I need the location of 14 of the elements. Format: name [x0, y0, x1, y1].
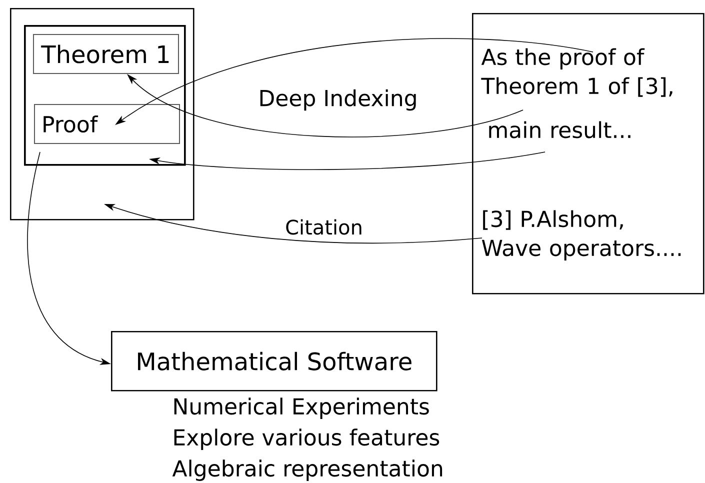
- paper-text: main result...: [489, 121, 630, 138]
- paper-text: [3] P.Alshom, Wave operators....: [482, 210, 681, 260]
- section-box: [24, 25, 186, 166]
- paper-box: [472, 13, 704, 294]
- theorem-box: Theorem 1: [33, 34, 179, 74]
- note-text: Numerical Experiments: [174, 398, 429, 419]
- proof-box: Proof: [34, 104, 180, 144]
- note-text: Explore various features: [174, 428, 440, 450]
- note-text: Algebraic representation: [172, 460, 442, 481]
- annotation-text: Deep Indexing: [260, 89, 416, 111]
- paper-text: As the proof of Theorem 1 of [3],: [481, 48, 672, 97]
- edge-label: Citation: [284, 218, 364, 236]
- paper-box: [10, 8, 194, 220]
- paper-box: Mathematical Software: [111, 331, 438, 392]
